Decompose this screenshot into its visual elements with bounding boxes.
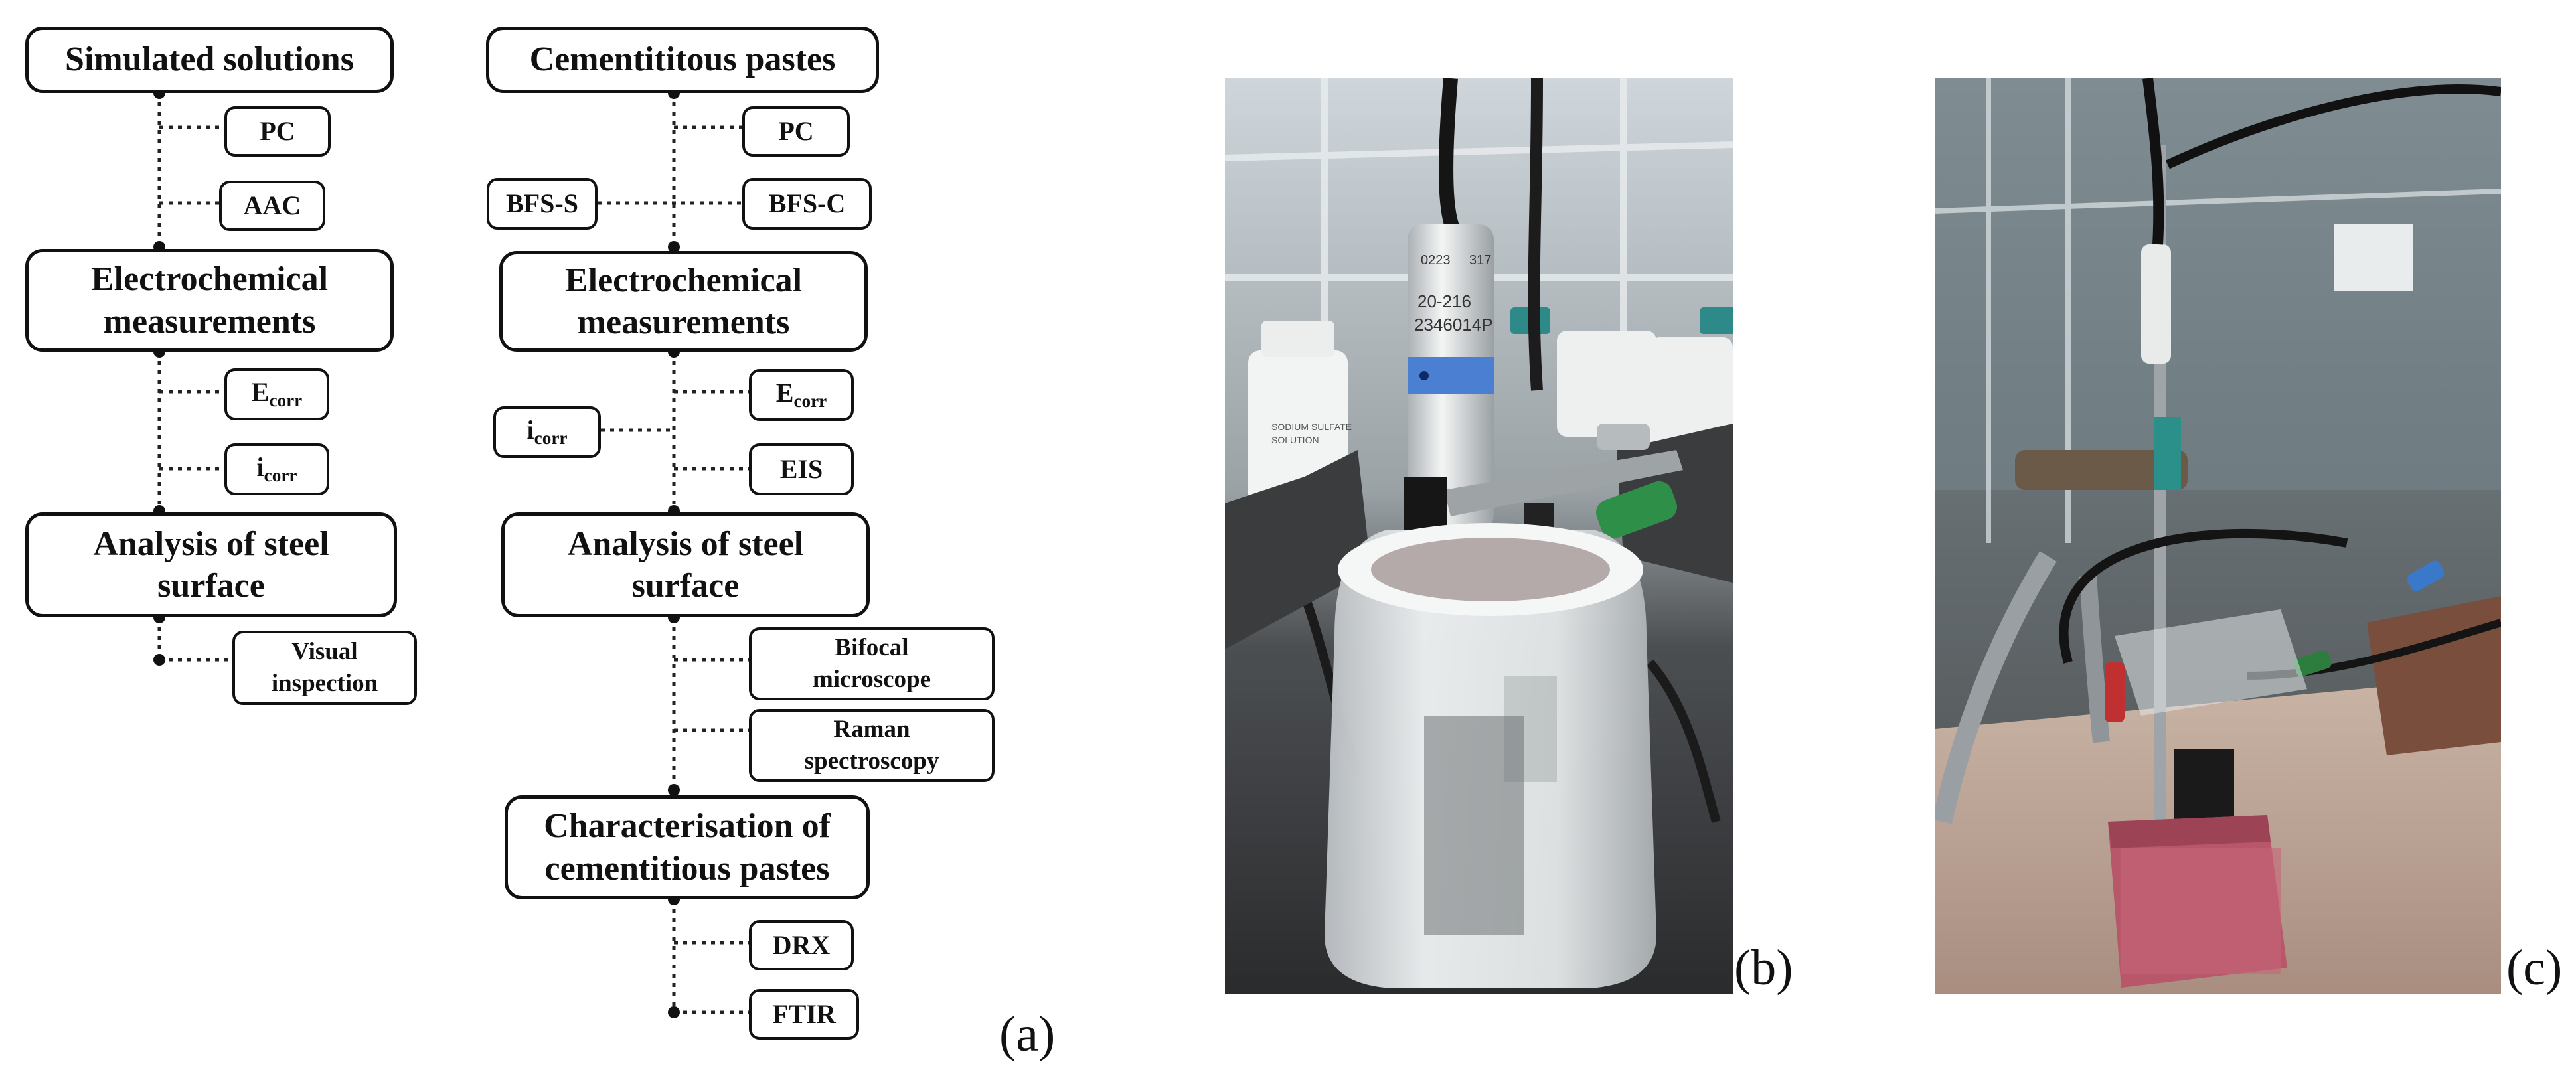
- electrochemical-b-label-line1: Electrochemical: [564, 261, 803, 299]
- flow-diagram-panel-a: Simulated solutions PC AAC Electrochemic…: [0, 0, 1129, 1084]
- probe-text-4: 2346014P: [1414, 315, 1493, 335]
- bifocal-microscope-box: Bifocal microscope: [749, 627, 995, 700]
- drx-box: DRX: [749, 920, 854, 970]
- pc-paste-label: PC: [778, 116, 814, 146]
- simulated-solutions-label: Simulated solutions: [65, 40, 354, 79]
- bottle-text-line1: SODIUM SULFATE: [1271, 422, 1352, 432]
- panel-label-a: (a): [999, 1006, 1056, 1062]
- bifocal-label-line2: microscope: [812, 666, 931, 693]
- cementitious-pastes-label: Cementititous pastes: [529, 40, 836, 79]
- ecorr-sub: corr: [269, 390, 303, 411]
- visual-label-line1: Visual: [291, 637, 358, 665]
- bottle-text-line2: SOLUTION: [1271, 435, 1319, 445]
- photo-c-illustration: [1935, 78, 2501, 994]
- pc-paste-box: PC: [742, 106, 850, 157]
- icorr-box-a: icorr: [224, 443, 329, 495]
- raman-spectroscopy-box: Raman spectroscopy: [749, 709, 995, 782]
- pc-solution-box: PC: [224, 106, 331, 157]
- characterisation-label-line1: Characterisation of: [544, 807, 831, 846]
- panel-label-b: (b): [1734, 940, 1793, 996]
- cementitious-pastes-box: Cementititous pastes: [486, 27, 879, 93]
- electrochemical-b-label-line2: measurements: [577, 303, 790, 341]
- ftir-box: FTIR: [749, 989, 859, 1040]
- probe-text-3: 20-216: [1417, 291, 1471, 311]
- visual-label-line2: inspection: [271, 670, 378, 697]
- pc-label: PC: [260, 116, 295, 146]
- icorr-b-main: i: [526, 415, 534, 445]
- probe-text-2: 317: [1469, 253, 1491, 268]
- ecorr-b-sub: corr: [793, 391, 827, 412]
- simulated-solutions-box: Simulated solutions: [25, 27, 394, 93]
- characterisation-label-line2: cementitious pastes: [544, 849, 830, 888]
- icorr-b-sub: corr: [534, 428, 568, 449]
- eis-label: EIS: [779, 453, 823, 484]
- photo-cementitious-paste-cell: [1935, 78, 2501, 994]
- electrochemical-measurements-box-b: Electrochemical measurements: [499, 251, 868, 352]
- photo-b-illustration: SODIUM SULFATE SOLUTION 0223 317 20-216 …: [1225, 78, 1733, 994]
- electrochemical-label-line1: Electrochemical: [90, 260, 329, 299]
- bfs-c-box: BFS-C: [742, 178, 872, 230]
- icorr-sub: corr: [264, 465, 297, 486]
- analysis-label-line1: Analysis of steel: [93, 524, 329, 563]
- ecorr-box-a: Ecorr: [224, 368, 329, 420]
- bfs-c-label: BFS-C: [768, 188, 846, 218]
- bfs-s-box: BFS-S: [487, 178, 598, 230]
- eis-box: EIS: [749, 443, 854, 495]
- ecorr-b-main: E: [775, 378, 794, 408]
- bfs-s-label: BFS-S: [506, 188, 578, 218]
- analysis-steel-surface-box-b: Analysis of steel surface: [501, 512, 870, 617]
- analysis-steel-surface-box-a: Analysis of steel surface: [25, 512, 397, 617]
- bifocal-label-line1: Bifocal: [835, 633, 909, 661]
- panel-label-c: (c): [2506, 940, 2563, 996]
- icorr-main: i: [256, 452, 264, 483]
- raman-label-line1: Raman: [833, 715, 910, 743]
- analysis-b-label-line1: Analysis of steel: [567, 524, 804, 563]
- visual-inspection-box: Visual inspection: [232, 631, 417, 705]
- drx-label: DRX: [772, 929, 831, 960]
- aac-solution-box: AAC: [219, 181, 325, 231]
- photo-simulated-solution-cell: SODIUM SULFATE SOLUTION 0223 317 20-216 …: [1225, 78, 1733, 994]
- aac-label: AAC: [243, 190, 301, 220]
- raman-label-line2: spectroscopy: [804, 747, 939, 775]
- ftir-label: FTIR: [772, 998, 836, 1029]
- icorr-box-b: icorr: [493, 406, 601, 458]
- ecorr-box-b: Ecorr: [749, 369, 854, 421]
- analysis-b-label-line2: surface: [631, 567, 740, 605]
- ecorr-main: E: [251, 377, 270, 408]
- probe-text-1: 0223: [1421, 253, 1451, 268]
- analysis-label-line2: surface: [157, 567, 265, 605]
- electrochemical-label-line2: measurements: [103, 302, 316, 341]
